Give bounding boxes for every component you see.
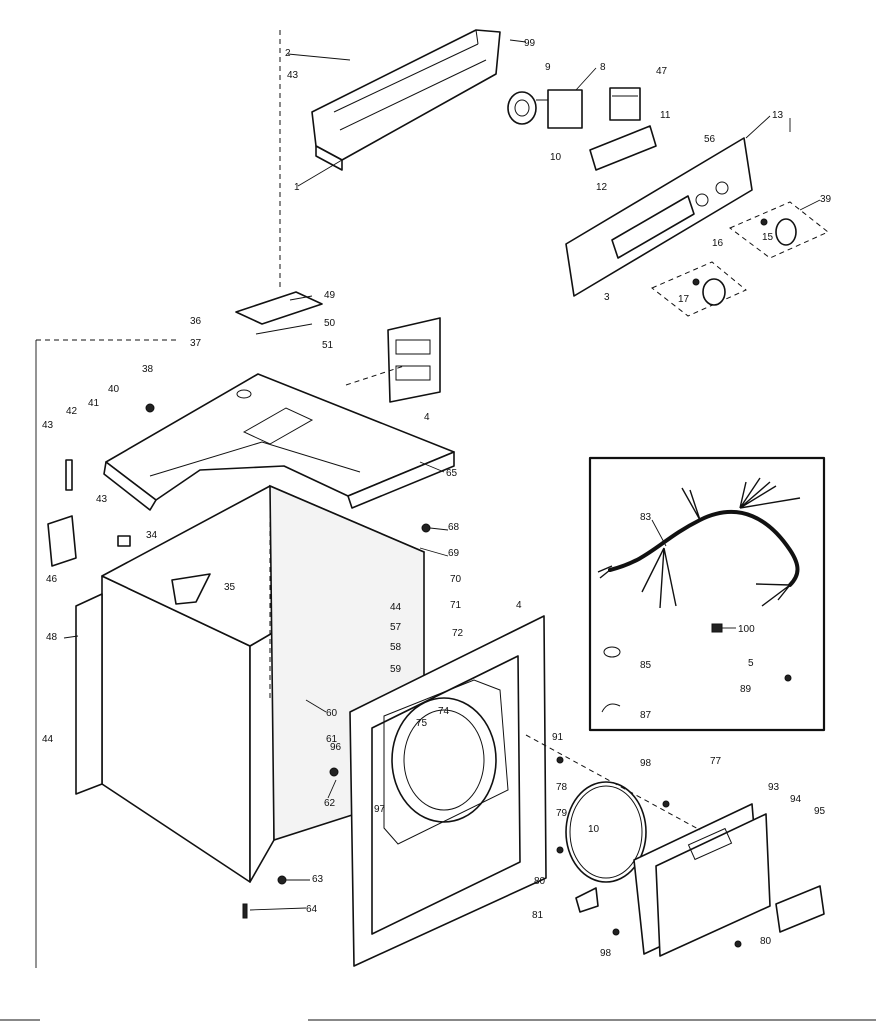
callout-label: 4 [424, 412, 430, 423]
callout-label: 40 [108, 384, 120, 395]
callout-label: 11 [660, 110, 671, 121]
callout-label: 5 [748, 658, 754, 669]
callout-label: 75 [416, 718, 428, 729]
callout-label: 58 [390, 642, 402, 653]
timer-motor [507, 89, 583, 129]
callout-label: 98 [600, 948, 612, 959]
callout-label: 89 [740, 684, 752, 695]
callout-label: 97 [374, 804, 386, 815]
callout-label: 59 [390, 664, 402, 675]
callout-label: 8 [600, 62, 606, 73]
callout-label: 36 [190, 316, 202, 327]
callout-label: 91 [552, 732, 564, 743]
callout-label: 15 [762, 232, 774, 243]
callout-label: 9 [545, 62, 551, 73]
knob-assembly-16 [651, 261, 747, 317]
callout-label: 79 [556, 808, 568, 819]
callout-label: 69 [448, 548, 460, 559]
cabinet-top [103, 373, 455, 511]
callout-label: 87 [640, 710, 652, 721]
cabinet-front [349, 615, 547, 967]
callout-label: 93 [768, 782, 780, 793]
callout-label: 72 [452, 628, 464, 639]
callout-label: 48 [46, 632, 58, 643]
callout-label: 74 [438, 706, 450, 717]
cabinet-hardware [242, 523, 742, 948]
callout-label: 83 [640, 512, 652, 523]
callout-label: 77 [710, 756, 722, 767]
callout-label: 4 [516, 600, 522, 611]
callout-label: 50 [324, 318, 336, 329]
callout-label: 34 [146, 530, 158, 541]
door-assembly [633, 803, 771, 957]
door-seal [565, 781, 647, 883]
callout-label: 35 [224, 582, 236, 593]
callout-label: 46 [46, 574, 58, 585]
callout-label: 44 [42, 734, 54, 745]
knob-assembly-39 [729, 201, 829, 259]
callout-label: 43 [287, 70, 299, 81]
door-handle [775, 885, 825, 933]
lint-cover [235, 291, 323, 325]
callout-label: 12 [596, 182, 608, 193]
switch-block [609, 87, 641, 121]
callout-label: 64 [306, 904, 318, 915]
leader-lines [0, 30, 876, 1021]
callout-label: 43 [96, 494, 108, 505]
callout-label: 85 [640, 660, 652, 671]
callout-label: 78 [556, 782, 568, 793]
callout-label: 71 [450, 600, 462, 611]
callout-label: 56 [704, 134, 716, 145]
callout-label: 1 [294, 182, 300, 193]
callout-label: 57 [390, 622, 402, 633]
callout-label: 49 [324, 290, 336, 301]
callout-label: 44 [390, 602, 402, 613]
callout-label: 81 [532, 910, 544, 921]
callout-label: 37 [190, 338, 202, 349]
callout-label: 47 [656, 66, 668, 77]
callout-label: 94 [790, 794, 802, 805]
callout-label: 96 [330, 742, 342, 753]
callout-label: 17 [678, 294, 690, 305]
callout-label: 16 [712, 238, 724, 249]
callout-label: 98 [640, 758, 652, 769]
hinge-bracket [387, 317, 441, 403]
callout-label: 61 [326, 734, 338, 745]
callout-label: 41 [88, 398, 100, 409]
callout-label: 39 [820, 194, 832, 205]
callout-label: 65 [446, 468, 458, 479]
callout-label: 100 [738, 624, 755, 635]
callout-label: 68 [448, 522, 460, 533]
callout-label: 2 [285, 48, 291, 59]
callout-label: 10 [588, 824, 600, 835]
callout-label: 43 [42, 420, 54, 431]
callout-label: 99 [524, 38, 536, 49]
callout-label: 38 [142, 364, 154, 375]
callout-label: 3 [604, 292, 610, 303]
control-panel [565, 137, 753, 297]
callout-label: 63 [312, 874, 324, 885]
callout-label: 10 [550, 152, 562, 163]
callout-label: 51 [322, 340, 334, 351]
callout-label: 42 [66, 406, 78, 417]
callout-labels: 99 2 43 1 9 8 47 11 56 10 12 13 39 15 16… [42, 38, 832, 959]
callout-label: 62 [324, 798, 336, 809]
callout-label: 80 [534, 876, 546, 887]
console-top-panel [311, 29, 501, 171]
switch-plate [589, 125, 657, 171]
callout-label: 95 [814, 806, 826, 817]
callout-label: 70 [450, 574, 462, 585]
callout-label: 13 [772, 110, 784, 121]
callout-label: 60 [326, 708, 338, 719]
small-parts-left [47, 403, 155, 567]
callout-label: 80 [760, 936, 772, 947]
wiring-harness-panel [588, 456, 826, 732]
